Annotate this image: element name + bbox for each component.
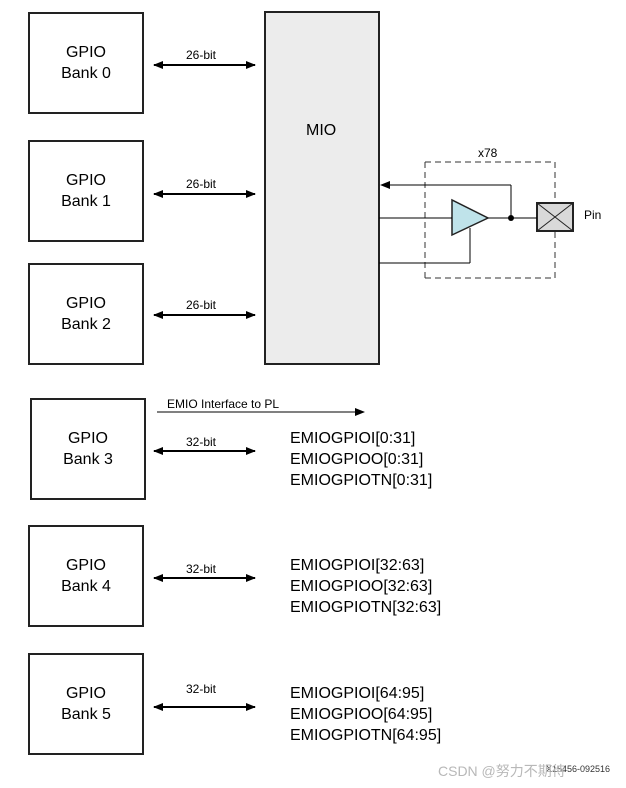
emio-signal-group-bank-5: EMIOGPIOI[64:95] EMIOGPIOO[64:95] EMIOGP… [290, 683, 441, 746]
gpio-bank-3: GPIO Bank 3 [30, 398, 146, 500]
pin-group-dashed-box [424, 161, 556, 279]
bank-number: Bank 5 [61, 706, 111, 723]
figure-id: X15456-092516 [546, 764, 611, 774]
bank-title: GPIO [65, 172, 106, 189]
emio-input-signal: EMIOGPIOI[64:95] [290, 685, 425, 702]
emio-output-signal: EMIOGPIOO[0:31] [290, 451, 424, 468]
pin-multiplier-label: x78 [478, 146, 498, 160]
gpio-bank-4: GPIO Bank 4 [28, 525, 144, 627]
input-arrowhead-icon [380, 181, 390, 189]
emio-tristate-signal: EMIOGPIOTN[64:95] [290, 727, 442, 744]
emio-signal-group-bank-4: EMIOGPIOI[32:63] EMIOGPIOO[32:63] EMIOGP… [290, 555, 441, 618]
bank-number: Bank 0 [61, 65, 111, 82]
pin-signal-wires [379, 184, 537, 264]
emio-interface-label: EMIO Interface to PL [167, 397, 280, 411]
emio-output-signal: EMIOGPIOO[64:95] [290, 706, 433, 723]
bank-number: Bank 2 [61, 316, 111, 333]
mio-label: MIO [306, 122, 337, 139]
emio-signal-group-bank-3: EMIOGPIOI[0:31] EMIOGPIOO[0:31] EMIOGPIO… [290, 428, 432, 491]
gpio-bank-5: GPIO Bank 5 [28, 653, 144, 755]
emio-input-signal: EMIOGPIOI[32:63] [290, 557, 425, 574]
junction-dot [508, 215, 514, 221]
gpio-bank-0: GPIO Bank 0 [28, 12, 144, 114]
bus-width-label-bank-5: 32-bit [186, 682, 217, 696]
bus-width-label-bank-3: 32-bit [186, 435, 217, 449]
bus-width-label-bank-1: 26-bit [186, 177, 217, 191]
bank-title: GPIO [65, 685, 106, 702]
bank-number: Bank 4 [61, 578, 111, 595]
bank-title: GPIO [65, 557, 106, 574]
bus-width-label-bank-0: 26-bit [186, 48, 217, 62]
bank-title: GPIO [65, 44, 106, 61]
gpio-bank-2: GPIO Bank 2 [28, 263, 144, 365]
bank-number: Bank 1 [61, 193, 111, 210]
bank-title: GPIO [67, 430, 108, 447]
emio-tristate-signal: EMIOGPIOTN[32:63] [290, 599, 442, 616]
emio-output-signal: EMIOGPIOO[32:63] [290, 578, 433, 595]
gpio-bank-1: GPIO Bank 1 [28, 140, 144, 242]
bank-title: GPIO [65, 295, 106, 312]
pin-label: Pin [584, 208, 602, 222]
mio-block [264, 11, 380, 365]
bus-width-label-bank-4: 32-bit [186, 562, 217, 576]
bus-width-label-bank-2: 26-bit [186, 298, 217, 312]
watermark: CSDN @努力不期待 [438, 763, 566, 779]
bank-number: Bank 3 [63, 451, 113, 468]
pin-pad-icon [536, 202, 574, 232]
emio-input-signal: EMIOGPIOI[0:31] [290, 430, 416, 447]
emio-tristate-signal: EMIOGPIOTN[0:31] [290, 472, 433, 489]
